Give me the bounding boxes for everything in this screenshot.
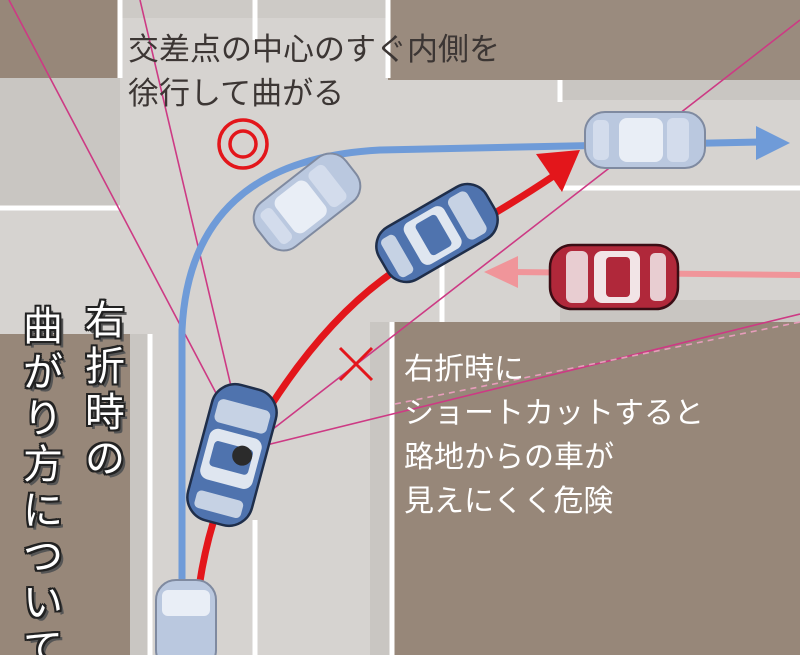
ghost-car xyxy=(252,152,362,252)
sight-lines xyxy=(8,0,800,451)
title-char: が xyxy=(23,350,63,396)
title-char: 右 xyxy=(85,298,125,344)
entering-car xyxy=(155,579,217,655)
title-char: い xyxy=(23,580,63,626)
title-char: り xyxy=(23,396,63,442)
vertical-title: 右 折 時 の 曲 が り 方 に つ い て xyxy=(6,298,146,655)
title-char: て xyxy=(23,626,63,655)
danger-caption: 右折時に ショートカットすると 路地からの車が 見えにくく危険 xyxy=(404,348,704,524)
wrong-cross-icon xyxy=(338,346,374,382)
correct-double-circle-icon xyxy=(217,118,269,170)
oncoming-path-arrowhead xyxy=(484,256,518,288)
danger-caption-line-3: 路地からの車が xyxy=(404,440,614,475)
correct-path-line xyxy=(178,138,761,640)
correct-path-arrowhead xyxy=(756,126,790,160)
top-caption: 交差点の中心のすぐ内側を 徐行して曲がる xyxy=(128,28,500,116)
title-char: つ xyxy=(23,534,63,580)
shortcut-path-arrowhead xyxy=(536,150,580,192)
danger-caption-line-2: ショートカットすると xyxy=(404,396,704,431)
title-char: の xyxy=(85,436,125,482)
title-char: 方 xyxy=(23,442,63,488)
title-char: 曲 xyxy=(23,304,63,350)
title-char: 折 xyxy=(85,344,125,390)
turning-car xyxy=(186,382,278,528)
oncoming-car xyxy=(548,243,680,311)
top-caption-line-2: 徐行して曲がる xyxy=(128,76,345,112)
danger-caption-line-1: 右折時に xyxy=(404,352,524,387)
top-caption-line-1: 交差点の中心のすぐ内側を xyxy=(128,32,500,68)
title-char: 時 xyxy=(85,390,125,436)
title-char: に xyxy=(23,488,63,534)
shortcut-car xyxy=(375,182,499,284)
finished-turn-car xyxy=(584,111,706,169)
title-column-1: 右 折 時 の xyxy=(82,298,128,482)
title-column-2: 曲 が り 方 に つ い て xyxy=(20,304,66,655)
hidden-sight-line xyxy=(394,321,800,405)
danger-caption-line-4: 見えにくく危険 xyxy=(404,484,614,519)
